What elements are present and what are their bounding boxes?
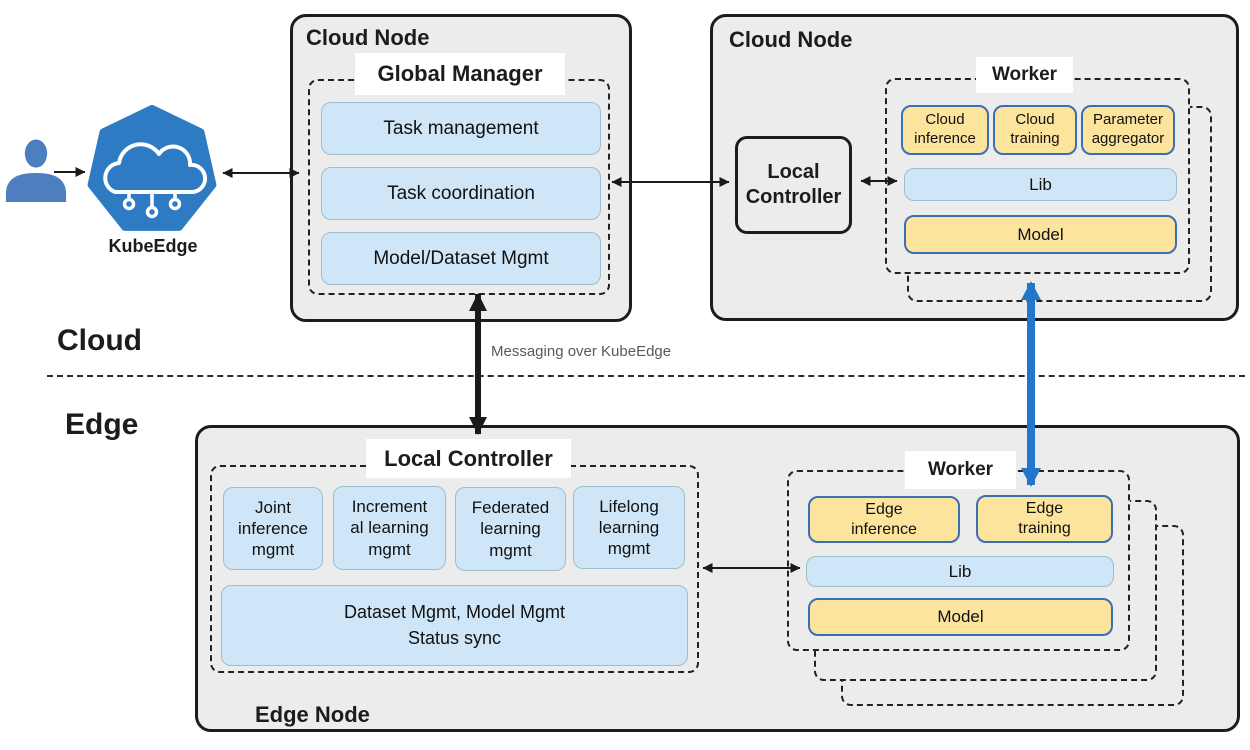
model-dataset-mgmt-box: Model/Dataset Mgmt (321, 232, 601, 285)
edge-training-box: Edge training (976, 495, 1113, 543)
edge-zone-label: Edge (65, 408, 139, 441)
cloud-model-box: Model (904, 215, 1177, 254)
cloud-zone-label: Cloud (57, 324, 142, 357)
edge-node: Edge Node Local Controller Joint inferen… (195, 425, 1240, 732)
joint-inference-mgmt-box: Joint inference mgmt (223, 487, 323, 570)
edge-inference-box: Edge inference (808, 496, 960, 543)
incremental-learning-mgmt-box: Increment al learning mgmt (333, 486, 446, 570)
messaging-label: Messaging over KubeEdge (491, 343, 672, 360)
task-coordination-box: Task coordination (321, 167, 601, 220)
cloud-worker-label: Worker (976, 57, 1073, 93)
cloud-edge-divider (47, 375, 1245, 377)
federated-learning-mgmt-box: Federated learning mgmt (455, 487, 566, 571)
edge-worker-label: Worker (905, 451, 1016, 489)
cloud-lib-box: Lib (904, 168, 1177, 201)
cloud-node-right-title: Cloud Node (729, 27, 853, 52)
cloud-icon (103, 142, 207, 194)
lifelong-learning-mgmt-box: Lifelong learning mgmt (573, 486, 685, 569)
cloud-node-left: Cloud Node Global Manager Task managemen… (290, 14, 632, 322)
cloud-node-right: Cloud Node Local Controller Worker Cloud… (710, 14, 1239, 321)
edge-lib-box: Lib (806, 556, 1114, 587)
dataset-model-mgmt-box: Dataset Mgmt, Model Mgmt Status sync (221, 585, 688, 666)
global-manager-label: Global Manager (355, 53, 565, 95)
kubeedge-logo (87, 105, 217, 231)
cloud-local-controller-box: Local Controller (735, 136, 852, 234)
cloud-training-box: Cloud training (993, 105, 1077, 155)
user-icon (5, 139, 67, 203)
cloud-node-left-title: Cloud Node (306, 25, 430, 50)
parameter-aggregator-box: Parameter aggregator (1081, 105, 1175, 155)
edge-model-box: Model (808, 598, 1113, 636)
cloud-inference-box: Cloud inference (901, 105, 989, 155)
task-management-box: Task management (321, 102, 601, 155)
edge-local-controller-label: Local Controller (366, 439, 571, 478)
kubeedge-label: KubeEdge (108, 236, 198, 256)
edge-node-title: Edge Node (255, 702, 370, 727)
